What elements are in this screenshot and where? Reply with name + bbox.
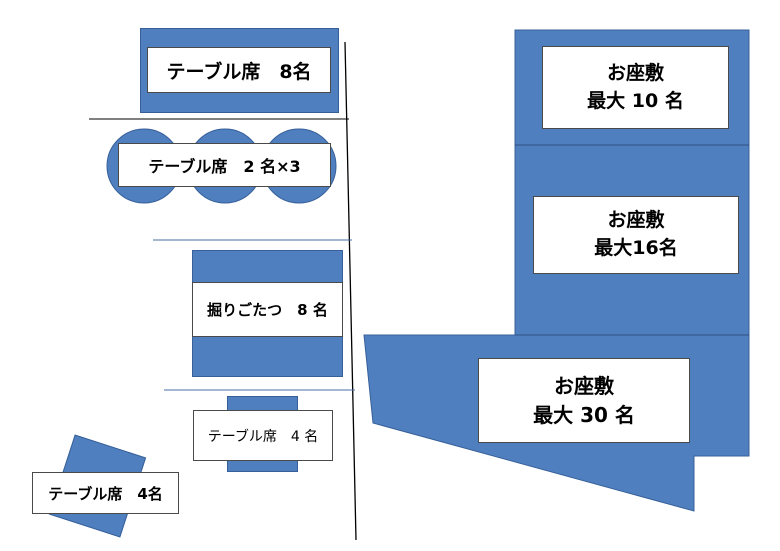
horigotatsu-label: 掘りごたつ 8 名 <box>192 282 343 337</box>
zashiki-room-3-title: お座敷 <box>554 373 614 398</box>
table-4-left-label: テーブル席 4名 <box>32 472 179 514</box>
zashiki-room-2-label: お座敷 最大16名 <box>533 196 739 274</box>
main-divider-line <box>344 41 357 541</box>
table-4-right-label: テーブル席 4 名 <box>193 410 333 461</box>
table-8-label: テーブル席 8名 <box>147 47 331 93</box>
zashiki-room-1-capacity: 最大 10 名 <box>587 89 684 112</box>
zashiki-room-2-capacity: 最大16名 <box>594 237 678 259</box>
zashiki-room-1-title: お座敷 <box>606 61 664 84</box>
table-2x3-label: テーブル席 2 名×3 <box>118 143 331 187</box>
zashiki-room-3-capacity: 最大 30 名 <box>533 402 635 427</box>
zashiki-room-3-label: お座敷 最大 30 名 <box>478 358 690 443</box>
zashiki-room-1-label: お座敷 最大 10 名 <box>542 46 729 129</box>
zashiki-room-2-title: お座敷 <box>607 209 665 232</box>
